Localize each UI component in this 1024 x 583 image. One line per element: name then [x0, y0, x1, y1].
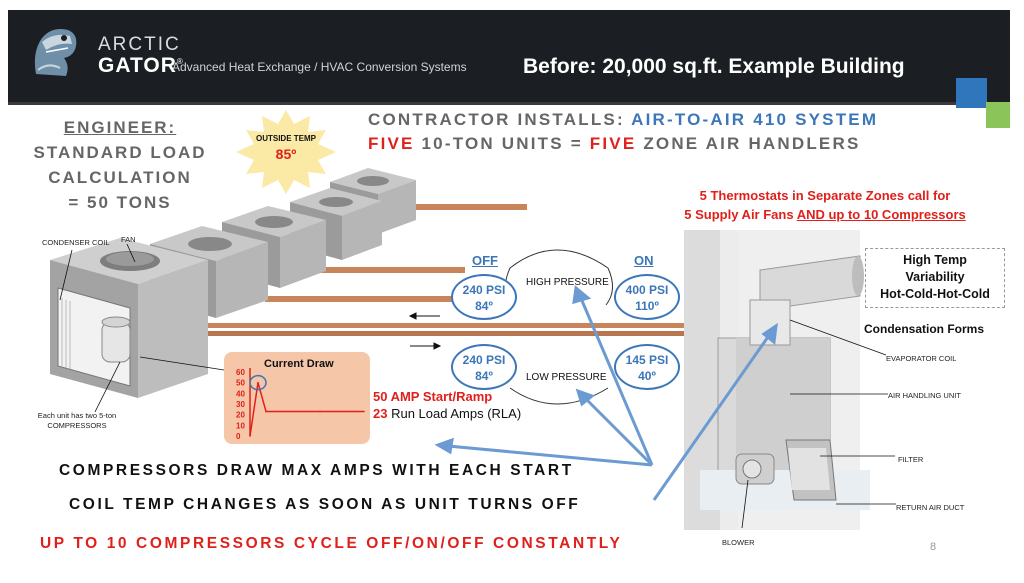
accent-square-green: [986, 102, 1010, 128]
five-units-line: FIVE 10-TON UNITS = FIVE ZONE AIR HANDLE…: [368, 134, 861, 154]
engineer-line-1: STANDARD LOAD: [33, 143, 207, 162]
units-end: ZONE AIR HANDLERS: [643, 134, 861, 153]
flow-arrows: [408, 312, 442, 350]
engineer-line-3: = 50 TONS: [68, 193, 172, 212]
engineer-line-2: CALCULATION: [48, 168, 192, 187]
psi-on-high-value: 400 PSI: [625, 283, 669, 297]
statement-2: COIL TEMP CHANGES AS SOON AS UNIT TURNS …: [69, 496, 581, 513]
statement-1: COMPRESSORS DRAW MAX AMPS WITH EACH STAR…: [59, 462, 574, 479]
air-handler-illustration: [684, 230, 870, 530]
psi-on-low: 145 PSI 40º: [614, 344, 680, 390]
accent-square-blue: [956, 78, 987, 108]
high-pressure-label: HIGH PRESSURE: [526, 277, 609, 288]
psi-off-low-temp: 84º: [475, 369, 493, 383]
thermostat-line-2b: AND up to 10 Compressors: [796, 207, 966, 222]
psi-on-low-temp: 40º: [638, 369, 656, 383]
data-point: [249, 435, 251, 437]
data-point: [363, 410, 365, 413]
label-condenser-coil: CONDENSER COIL: [42, 238, 110, 247]
y-tick-label: 10: [236, 421, 245, 430]
label-fan: FAN: [121, 235, 136, 244]
psi-on-high: 400 PSI 110º: [614, 274, 680, 320]
condenser-units: [50, 168, 416, 398]
units-middle: 10-TON UNITS =: [421, 134, 583, 153]
amps-run-label: Run Load Amps (RLA): [387, 406, 522, 421]
brand-line-2: GATOR®: [98, 54, 184, 78]
gator-logo-icon: [34, 29, 77, 76]
y-tick-label: 50: [236, 379, 245, 388]
contractor-label: CONTRACTOR INSTALLS:: [368, 110, 625, 129]
psi-off-low: 240 PSI 84º: [451, 344, 517, 390]
five-a: FIVE: [368, 134, 415, 153]
amps-run-value: 23: [373, 406, 388, 421]
label-blower: BLOWER: [722, 538, 755, 547]
engineer-title: ENGINEER:: [63, 118, 177, 137]
label-evaporator-coil: EVAPORATOR COIL: [886, 354, 957, 363]
slide-title: Before: 20,000 sq.ft. Example Building: [523, 55, 905, 78]
sun-burst-icon: [236, 110, 336, 194]
current-draw-chart-box: [224, 352, 370, 444]
state-on: ON: [634, 253, 654, 268]
psi-off-high-temp: 84º: [475, 299, 493, 313]
high-temp-line-1: High Temp: [903, 253, 967, 267]
header-divider: [8, 102, 1010, 105]
low-pressure-label: LOW PRESSURE: [526, 372, 607, 383]
chart-title: Current Draw: [264, 358, 334, 370]
label-return-air-duct: RETURN AIR DUCT: [896, 503, 965, 512]
pointer-arrows: [434, 285, 778, 501]
psi-off-low-value: 240 PSI: [462, 353, 506, 367]
trademark: ®: [176, 57, 184, 66]
psi-off-high-value: 240 PSI: [462, 283, 506, 297]
psi-on-low-value: 145 PSI: [625, 353, 669, 367]
data-point: [257, 381, 259, 384]
data-point: [319, 410, 321, 413]
data-point: [265, 410, 267, 413]
y-tick-label: 30: [236, 400, 245, 409]
page-number: 8: [930, 541, 937, 553]
y-tick-label: 20: [236, 411, 245, 420]
brand-name: GATOR: [98, 54, 177, 77]
label-air-handling-unit: AIR HANDLING UNIT: [888, 391, 961, 400]
amps-start-label: 50 AMP Start/Ramp: [373, 389, 493, 404]
psi-on-high-temp: 110º: [635, 299, 659, 313]
condensation-label: Condensation Forms: [864, 322, 985, 336]
label-filter: FILTER: [898, 455, 924, 464]
engineer-block: ENGINEER: STANDARD LOAD CALCULATION = 50…: [20, 115, 220, 215]
tagline: Advanced Heat Exchange / HVAC Conversion…: [172, 60, 467, 74]
peak-highlight: [249, 374, 267, 391]
y-tick-label: 40: [236, 389, 245, 398]
outside-temp-value: 85º: [275, 146, 297, 162]
contractor-system: AIR-TO-AIR 410 SYSTEM: [631, 110, 879, 129]
series-line: [249, 382, 364, 437]
high-temp-line-3: Hot-Cold-Hot-Cold: [880, 287, 990, 301]
five-b: FIVE: [589, 134, 637, 153]
state-off: OFF: [472, 253, 498, 268]
contractor-heading: CONTRACTOR INSTALLS: AIR-TO-AIR 410 SYST…: [368, 110, 878, 130]
amps-run-line: 23 Run Load Amps (RLA): [373, 406, 521, 421]
outside-temp-label: OUTSIDE TEMP: [255, 134, 316, 143]
label-compressors: Each unit has two 5-ton COMPRESSORS: [37, 411, 117, 430]
thermostat-line-2: 5 Supply Air Fans AND up to 10 Compresso…: [640, 205, 1010, 224]
psi-off-high: 240 PSI 84º: [451, 274, 517, 320]
header-bar: [8, 10, 1010, 102]
thermostat-line-2a: 5 Supply Air Fans: [684, 207, 797, 222]
high-temp-box: High Temp Variability Hot-Cold-Hot-Cold: [865, 248, 1005, 308]
brand-line-1: ARCTIC: [98, 34, 181, 55]
y-tick-label: 60: [236, 368, 245, 377]
thermostat-line-1: 5 Thermostats in Separate Zones call for: [699, 188, 951, 203]
statement-3: UP TO 10 COMPRESSORS CYCLE OFF/ON/OFF CO…: [40, 535, 623, 552]
thermostat-note: 5 Thermostats in Separate Zones call for…: [640, 186, 1010, 224]
high-temp-line-2: Variability: [905, 270, 965, 284]
y-tick-label: 0: [236, 432, 241, 441]
